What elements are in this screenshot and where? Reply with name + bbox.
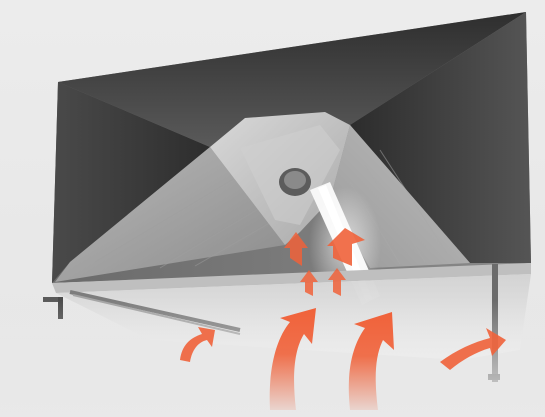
extraction-hood-illustration bbox=[0, 0, 545, 417]
hood-scene bbox=[0, 0, 545, 417]
